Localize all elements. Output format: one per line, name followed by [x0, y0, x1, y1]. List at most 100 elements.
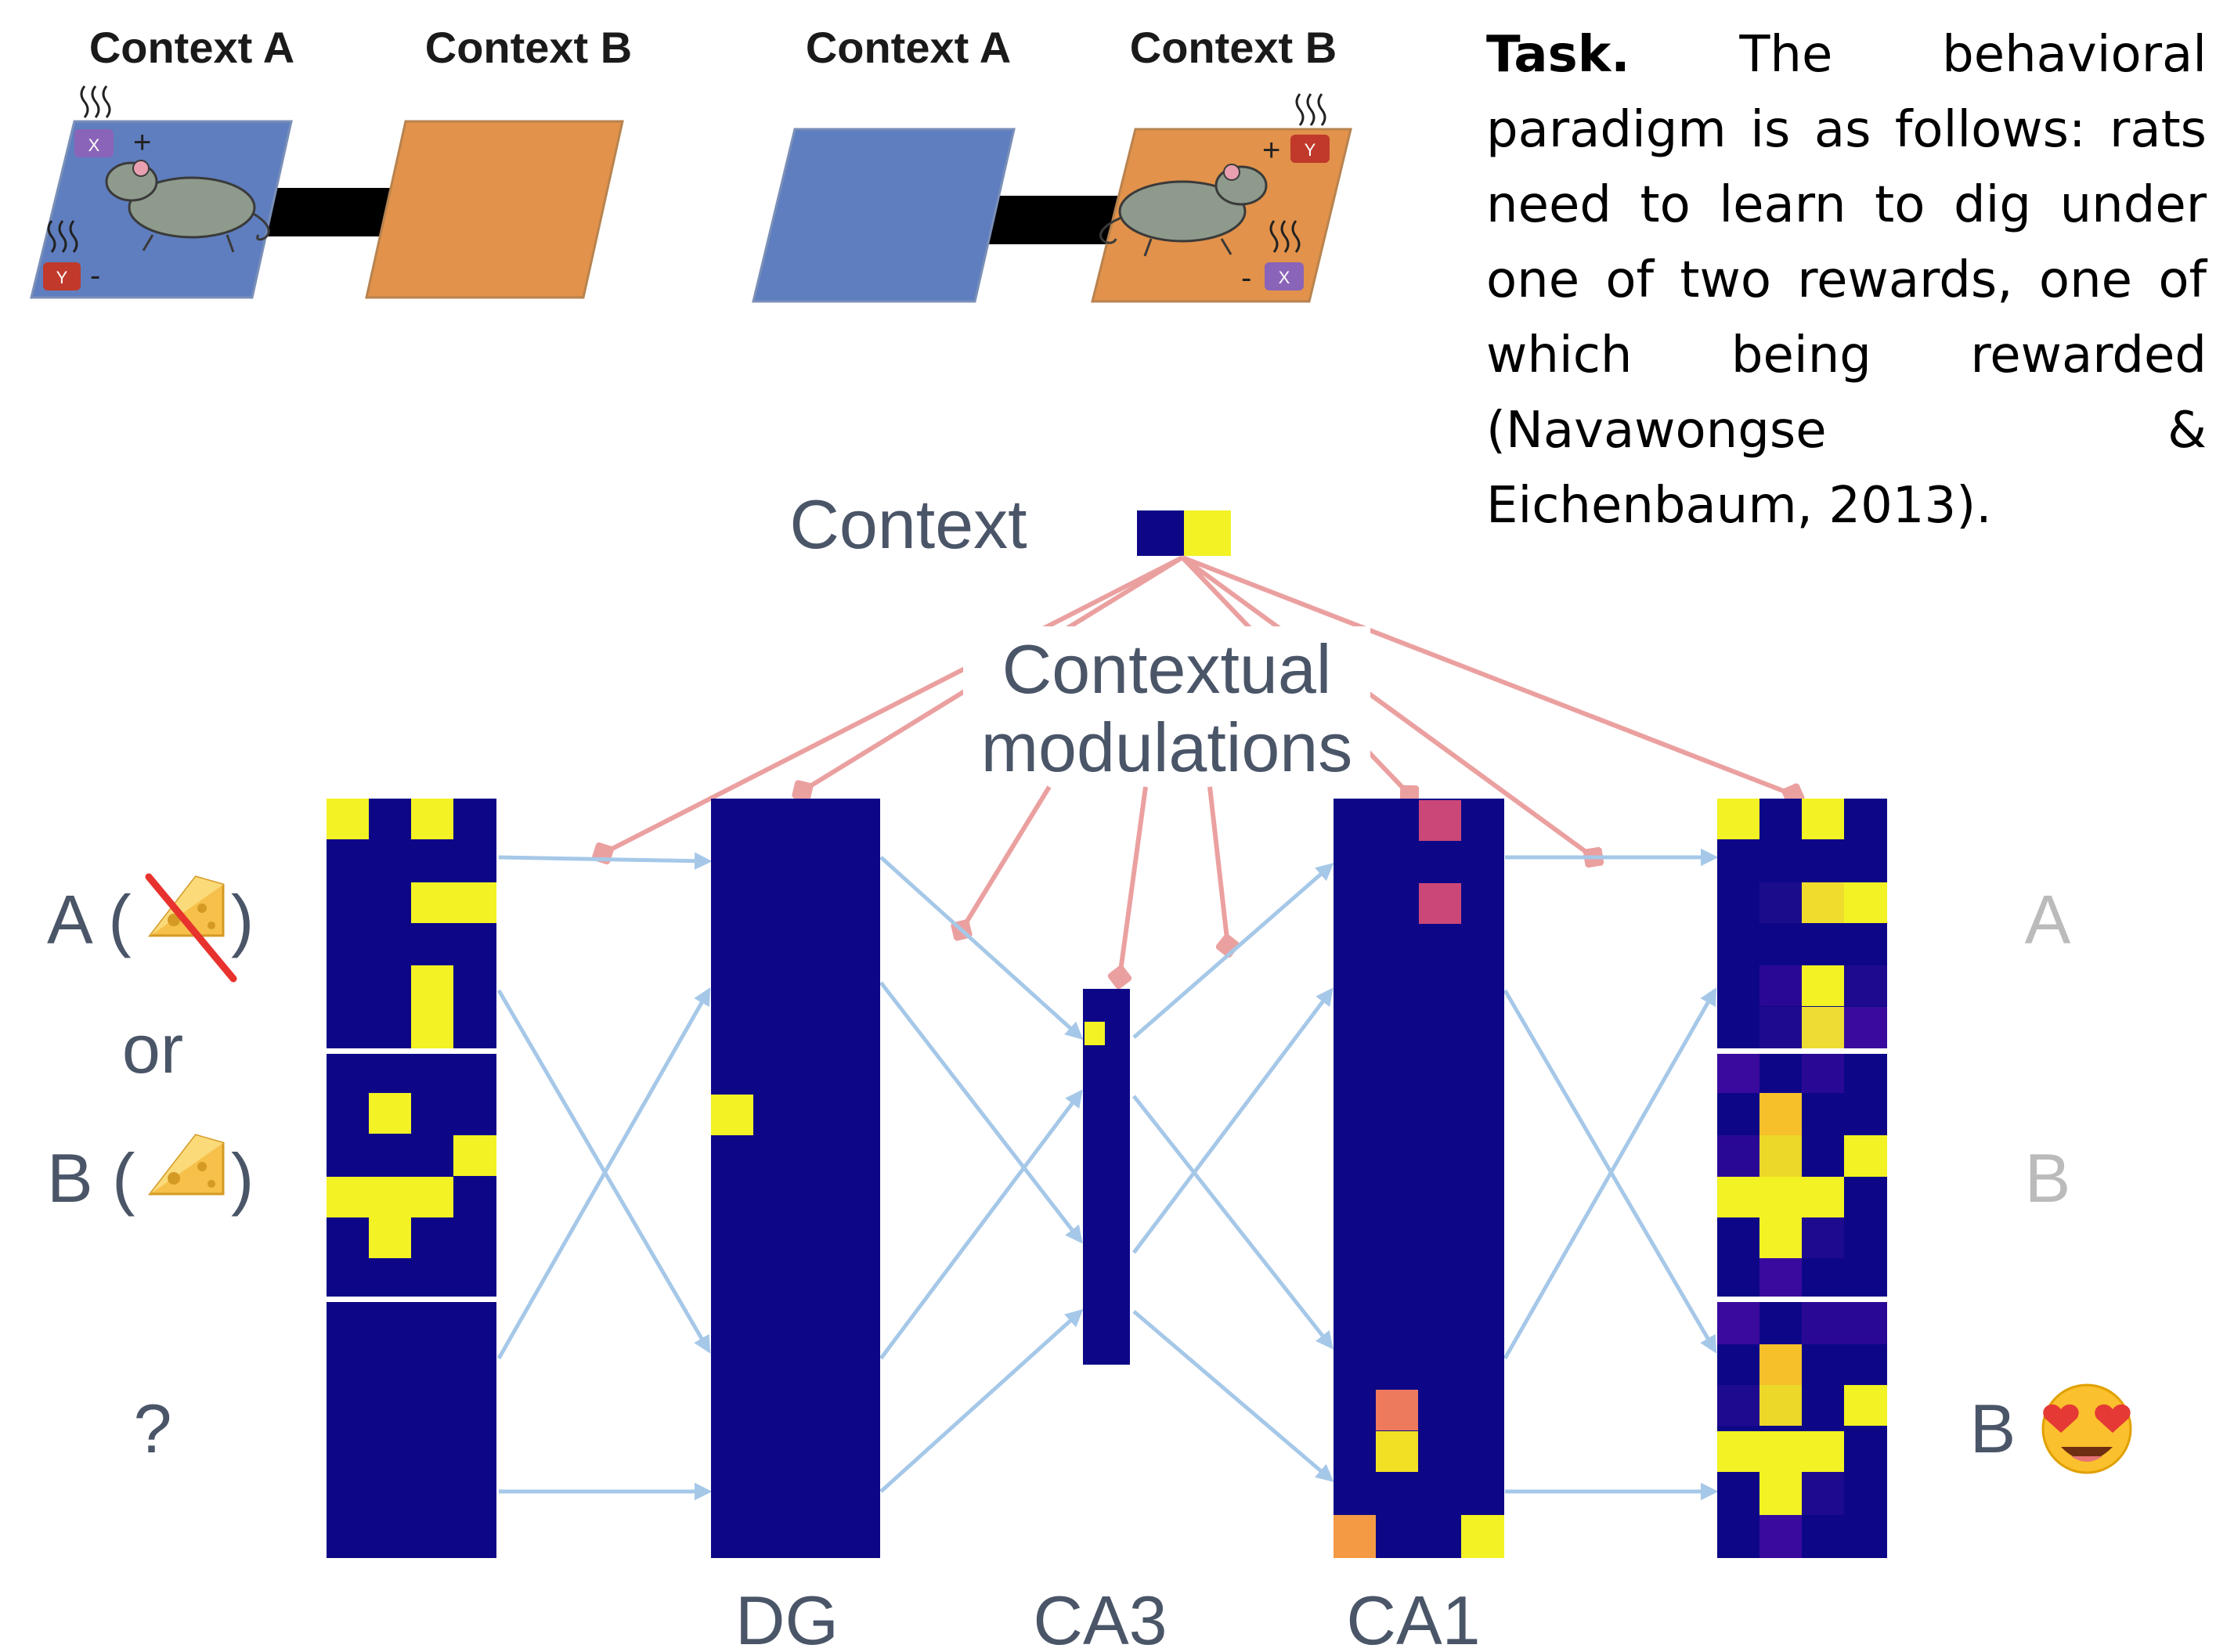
input-label-query: ? — [134, 1390, 172, 1467]
output-cell — [1759, 1217, 1802, 1258]
task-description: Task. The behavioral paradigm is as foll… — [1486, 17, 2207, 543]
output-cell — [1844, 1385, 1887, 1426]
svg-text:Y: Y — [1305, 140, 1316, 160]
input-cell — [411, 965, 453, 1048]
output-cell — [1802, 1007, 1844, 1048]
output-cell — [1717, 1177, 1844, 1217]
panel-right-context-a-label: Context A — [806, 23, 1011, 72]
output-cell — [1802, 882, 1844, 923]
ca1-column — [1334, 799, 1504, 1558]
output-cell — [1844, 965, 1887, 1006]
output-grid-separator — [1717, 1297, 1887, 1302]
layer-label-dg: DG — [735, 1582, 839, 1652]
input-label-a: A ( — [47, 881, 132, 958]
output-cell — [1844, 1302, 1887, 1344]
ca3-layer — [1083, 989, 1130, 1365]
dg-column — [711, 799, 880, 1558]
input-label-a-close: ) — [231, 881, 254, 958]
output-cell — [1759, 1472, 1802, 1515]
input-label-or: or — [122, 1010, 183, 1088]
panel-left-context-a-label: Context A — [89, 23, 294, 72]
output-label-b: B — [2025, 1139, 2071, 1217]
output-cell — [1759, 1258, 1802, 1297]
context-a-arena-right — [752, 128, 1016, 303]
modulation-label-backdrop — [963, 626, 1370, 783]
output-cell — [1759, 1007, 1802, 1048]
ca3-active-cell — [1085, 1022, 1105, 1045]
input-cell — [411, 882, 496, 923]
cup-x-icon: X + — [74, 85, 151, 160]
forward-arrows — [496, 848, 1719, 1501]
ca1-cell — [1419, 883, 1461, 924]
ca1-cell — [1334, 1515, 1376, 1558]
cup-y-icon-right: Y + — [1262, 93, 1330, 168]
context-label: Context — [789, 485, 1027, 563]
output-cell — [1802, 1217, 1844, 1258]
corridor-left — [258, 188, 399, 236]
output-cell — [1759, 1385, 1802, 1426]
dg-layer — [711, 799, 880, 1558]
ca1-cell — [1419, 800, 1461, 841]
rat-icon-right — [1099, 164, 1268, 257]
input-grid — [327, 799, 496, 1558]
context-b-arena — [365, 120, 624, 299]
input-cell — [369, 1093, 411, 1134]
layer-label-ca1: CA1 — [1346, 1582, 1480, 1652]
modulation-label-line2: modulations — [981, 709, 1353, 786]
svg-text:X: X — [88, 135, 100, 155]
output-cell — [1717, 1302, 1759, 1344]
panel-context-right: Context A Context B Y + X - — [752, 23, 1352, 303]
input-cell — [453, 1135, 496, 1176]
panel-right-context-b-label: Context B — [1130, 23, 1337, 72]
svg-text:+: + — [1262, 133, 1280, 168]
svg-text:-: - — [90, 258, 100, 293]
output-cell — [1844, 882, 1887, 923]
svg-text:Y: Y — [56, 268, 68, 287]
output-cell — [1802, 1054, 1844, 1093]
input-label-b: B ( — [47, 1139, 135, 1217]
dg-active-cell — [711, 1095, 753, 1135]
output-cell — [1759, 1344, 1802, 1385]
output-cell — [1717, 1135, 1759, 1177]
output-cell — [1802, 1472, 1844, 1515]
input-grid-separator — [327, 1297, 496, 1302]
cup-x-icon-right: X - — [1241, 220, 1304, 295]
panel-left-context-b-label: Context B — [425, 23, 632, 72]
output-grid — [1717, 799, 1887, 1558]
input-cell — [369, 1217, 411, 1258]
output-cell — [1844, 1135, 1887, 1177]
heart-eyes-emoji-icon — [2041, 1383, 2132, 1474]
cup-y-icon: Y - — [43, 220, 100, 293]
output-cell — [1759, 1135, 1802, 1177]
output-cell — [1717, 1431, 1844, 1472]
task-title: Task. — [1486, 26, 1630, 84]
output-cell — [1759, 882, 1802, 923]
layer-label-ca3: CA3 — [1033, 1582, 1167, 1652]
input-cell — [411, 799, 453, 839]
ca1-cell — [1461, 1515, 1504, 1558]
context-vector-cell-a — [1137, 510, 1184, 556]
ca1-cell — [1376, 1431, 1418, 1472]
panel-context-left: Context A Context B X + Y - — [30, 23, 632, 299]
rat-icon — [105, 160, 270, 253]
output-cell — [1759, 1093, 1802, 1135]
output-cell — [1802, 965, 1844, 1006]
input-label-b-close: ) — [231, 1139, 254, 1217]
output-cell — [1717, 1054, 1759, 1093]
modulation-label-line1: Contextual — [1002, 630, 1332, 708]
task-body: The behavioral paradigm is as follows: r… — [1486, 26, 2207, 535]
output-cell — [1759, 1515, 1802, 1558]
input-grid-separator — [327, 1048, 496, 1054]
cheese-icon — [147, 1134, 225, 1196]
output-cell — [1759, 965, 1802, 1006]
ca1-layer — [1334, 799, 1504, 1558]
svg-text:-: - — [1241, 261, 1251, 295]
context-vector-cell-b — [1184, 510, 1231, 556]
input-cell — [327, 799, 369, 839]
ca1-cell — [1376, 1390, 1418, 1430]
output-label-b-query: B — [1970, 1390, 2016, 1467]
output-grid-separator — [1717, 1048, 1887, 1054]
input-cell — [327, 1177, 453, 1217]
crossed-cheese-icon — [145, 873, 237, 983]
